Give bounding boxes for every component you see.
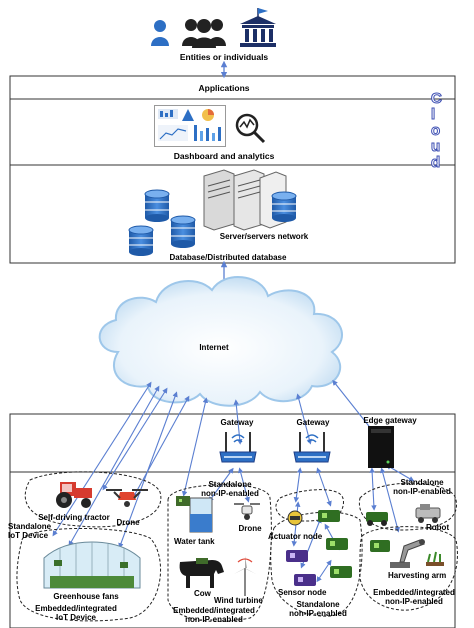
dashboard-label: Dashboard and analytics [173,151,275,161]
cloud-letter-l: l [430,106,436,124]
dashboard-icon [154,105,226,147]
sensor-node-label: Sensor node [278,588,327,597]
standalone-non-ip-label-1: Standalone non-IP-enabled [201,480,259,498]
sensor-board-icon [326,538,348,550]
embedded-non-ip-label-1: Embedded/integrated non-IP-enabled [173,606,255,624]
edge-gateway-label: Edge gateway [363,416,417,425]
database-label: Database/Distributed database [169,253,287,262]
drone-label-mid: Drone [238,524,262,533]
cloud-letter-d: d [430,154,441,172]
standalone-iot-label: Standalone IoT Device [8,522,52,540]
sensor-board-icon [286,550,308,562]
edge-gateway-device-icon [368,426,394,468]
tractor-label: Self-driving tractor [38,513,110,522]
servers-label: Server/servers network [219,232,309,241]
router-icon [218,428,258,468]
harvest-sensor-icon [370,540,390,552]
database-icon [144,189,170,222]
internet-connections [52,379,374,549]
wind-turbine-icon [234,556,256,596]
analytics-magnifier-icon [234,112,266,144]
sensor-module-icon [176,496,190,506]
cloud-letter-c: C [431,90,443,108]
robot-icon [414,504,442,524]
embedded-iot-label: Embedded/integrated IoT Device [35,604,117,622]
harvesting-arm-icon [390,534,446,570]
server-rack-icon [200,168,298,231]
gateway-label-2: Gateway [296,418,330,427]
gateway-label-1: Gateway [220,418,254,427]
water-tank-label: Water tank [174,537,215,546]
database-icon [170,215,196,248]
dashboard-box [9,98,456,166]
database-icon [128,225,154,256]
water-tank-icon [188,496,214,534]
robot-sensor-icon [364,510,390,526]
actuator-node-label: Actuator node [268,532,323,541]
sensor-board-icon [318,510,340,522]
greenhouse-label: Greenhouse fans [53,592,119,601]
tractor-icon [50,478,94,508]
institution-icon [238,8,278,48]
person-icon [150,18,170,46]
sensor-board-icon [294,574,316,586]
router-icon [292,428,332,468]
actuator-node-icon [284,510,306,526]
internet-cloud-shape [98,276,343,407]
standalone-non-ip-label-3: Standalone non-IP-enabled [393,478,451,496]
robot-label: Robot [426,523,450,532]
greenhouse-icon [40,540,144,590]
drone-label-left: Drone [116,518,140,527]
applications-label: Applications [198,83,250,93]
sensor-board-icon [330,566,352,578]
harvesting-arm-label: Harvesting arm [388,571,447,580]
standalone-non-ip-label-2: Standalone non-IP-enabled [289,600,347,618]
cow-label: Cow [194,589,211,598]
cloud-letter-u: u [430,138,441,156]
cow-icon [176,552,226,590]
cloud-letter-o: o [430,122,441,140]
drone-icon [102,484,152,510]
embedded-non-ip-label-2: Embedded/integrated non-IP-enabled [373,588,455,606]
wind-turbine-label: Wind turbine [214,596,263,605]
small-drone-icon [232,500,262,522]
entities-label: Entities or individuals [179,52,269,62]
group-icon [182,16,226,48]
internet-label: Internet [199,343,229,352]
